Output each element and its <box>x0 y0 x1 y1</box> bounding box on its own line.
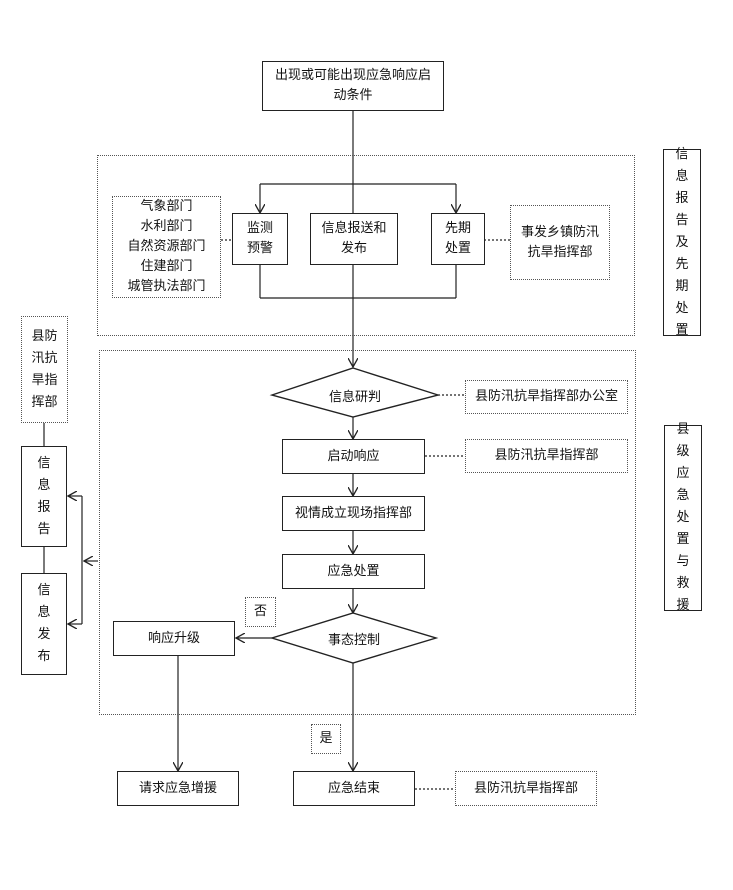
left-info-publish-label: 信息发布 <box>37 583 51 664</box>
node-county-hq-1: 县防汛抗旱指挥部 <box>465 439 628 473</box>
left-info-report: 信息报告 <box>21 446 67 547</box>
departments-box: 气象部门 水利部门 自然资源部门 住建部门 城管执法部门 <box>112 196 221 298</box>
node-start-response: 启动响应 <box>282 439 425 474</box>
node-request-support: 请求应急增援 <box>117 771 239 806</box>
left-info-report-label: 信息报告 <box>37 455 51 537</box>
decision-control-shape <box>269 612 439 664</box>
department-item: 自然资源部门 <box>127 239 206 254</box>
node-end: 应急结束 <box>293 771 415 806</box>
label-no: 否 <box>245 597 276 627</box>
department-item: 气象部门 <box>140 199 193 214</box>
left-county-hq: 县防汛抗旱指挥部 <box>21 316 68 423</box>
label-yes: 是 <box>311 724 341 754</box>
decision-info-judge-shape <box>269 367 441 418</box>
node-field-hq: 视情成立现场指挥部 <box>282 496 425 531</box>
right-label-county-response-text: 县级应急处置与救援 <box>676 422 690 613</box>
region-info-report-prior <box>97 155 635 336</box>
department-item: 城管执法部门 <box>127 279 206 294</box>
department-item: 住建部门 <box>140 259 193 274</box>
node-control: 事态控制 <box>327 632 380 648</box>
left-info-publish: 信息发布 <box>21 573 67 675</box>
right-label-county-response: 县级应急处置与救援 <box>664 422 702 613</box>
node-upgrade: 响应升级 <box>113 621 235 656</box>
right-label-info-report-prior: 信息报告及先期处置 <box>663 147 701 338</box>
right-label-info-report-prior-text: 信息报告及先期处置 <box>675 146 689 338</box>
node-info-report-publish: 信息报送和 发布 <box>310 213 398 265</box>
node-monitor: 监测 预警 <box>232 213 288 265</box>
department-item: 水利部门 <box>140 219 193 234</box>
node-prior-handling: 先期 处置 <box>431 213 485 265</box>
node-emergency-handle: 应急处置 <box>282 554 425 589</box>
node-county-office: 县防汛抗旱指挥部办公室 <box>465 380 628 414</box>
node-info-judge: 信息研判 <box>328 389 381 405</box>
node-county-hq-2: 县防汛抗旱指挥部 <box>455 771 597 806</box>
node-start: 出现或可能出现应急响应启 动条件 <box>262 61 444 111</box>
region-county-response <box>99 350 636 715</box>
left-county-hq-label: 县防汛抗旱指挥部 <box>31 328 58 410</box>
node-town-hq: 事发乡镇防汛 抗旱指挥部 <box>510 205 610 280</box>
